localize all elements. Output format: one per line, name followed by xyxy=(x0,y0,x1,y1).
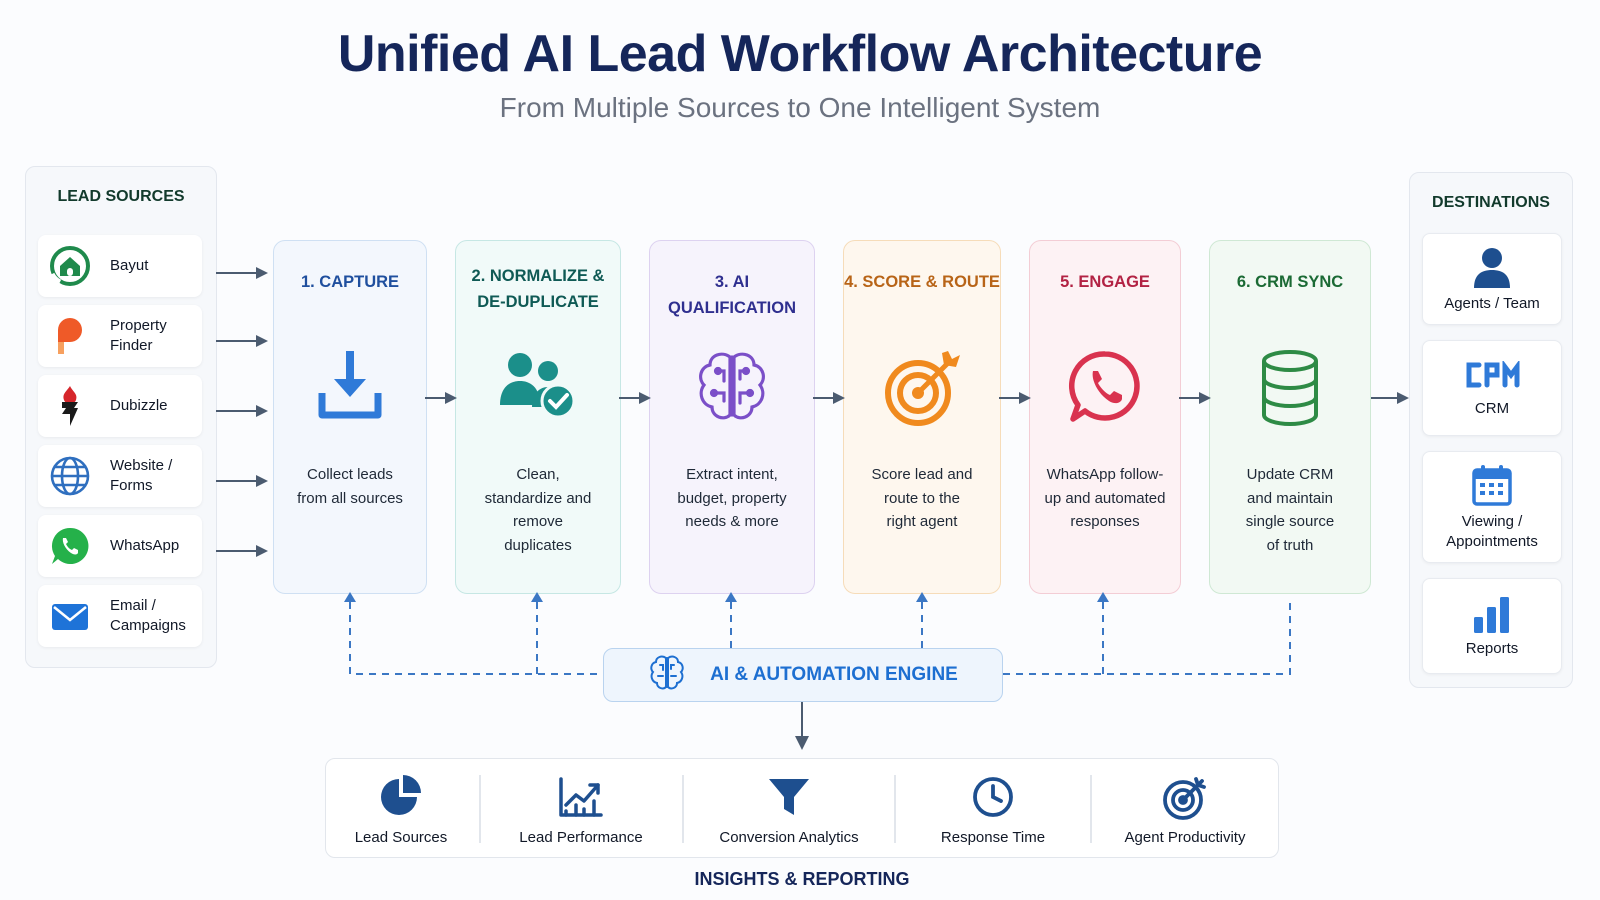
source-label: Email / Campaigns xyxy=(110,597,186,634)
stage-score-route[interactable]: 4. SCORE & ROUTE Score lead and route to… xyxy=(843,240,1001,594)
globe-icon xyxy=(48,454,92,498)
destination-label: Viewing / Appointments xyxy=(1446,513,1538,550)
calendar-icon xyxy=(1423,464,1561,506)
clock-icon xyxy=(896,775,1090,821)
source-whatsapp[interactable]: WhatsApp xyxy=(38,515,202,577)
page-title: Unified AI Lead Workflow Architecture xyxy=(337,25,1263,83)
insight-label: Response Time xyxy=(940,829,1046,846)
stage-description: Collect leads from all sources xyxy=(297,466,403,507)
insights-panel: Lead Sources Lead Performance Conversion… xyxy=(325,758,1279,858)
engine-label: AI & AUTOMATION ENGINE xyxy=(710,664,958,685)
divider xyxy=(894,775,896,843)
arrow-icon xyxy=(619,392,651,404)
insight-agent-productivity[interactable]: Agent Productivity xyxy=(1092,759,1278,859)
funnel-icon xyxy=(684,775,894,821)
destination-label: Agents / Team xyxy=(1444,295,1540,312)
destination-label: Reports xyxy=(1465,640,1519,657)
source-website-forms[interactable]: Website / Forms xyxy=(38,445,202,507)
stage-title: 2. NORMALIZE & DE-DUPLICATE xyxy=(471,267,605,311)
stage-description: Clean, standardize and remove duplicates xyxy=(484,466,592,554)
source-bayut[interactable]: Bayut xyxy=(38,235,202,297)
arrow-icon xyxy=(1179,392,1211,404)
arrow-icon xyxy=(216,475,268,487)
insight-label: Agent Productivity xyxy=(1124,829,1246,846)
bar-chart-icon xyxy=(1423,595,1561,633)
download-icon xyxy=(274,349,426,421)
divider xyxy=(1090,775,1092,843)
lead-sources-heading: LEAD SOURCES xyxy=(57,188,185,205)
home-circle-icon xyxy=(48,244,92,288)
source-label: Property Finder xyxy=(110,317,167,354)
trend-chart-icon xyxy=(481,775,681,821)
envelope-icon xyxy=(48,594,92,638)
arrow-icon xyxy=(1371,392,1409,404)
dubizzle-logo-icon xyxy=(48,384,92,428)
stage-description: WhatsApp follow-up and automated respons… xyxy=(1044,466,1166,530)
arrow-icon xyxy=(216,545,268,557)
destination-viewing[interactable]: Viewing / Appointments xyxy=(1422,451,1562,563)
stage-crm-sync[interactable]: 6. CRM SYNC Update CRM and maintain sing… xyxy=(1209,240,1371,594)
stage-title: 5. ENGAGE xyxy=(1060,273,1150,291)
divider xyxy=(682,775,684,843)
insight-label: Lead Performance xyxy=(519,829,643,846)
destination-crm[interactable]: CRM xyxy=(1422,340,1562,436)
pie-chart-icon xyxy=(326,775,476,821)
whatsapp-chat-icon xyxy=(1030,349,1180,425)
property-finder-logo-icon xyxy=(48,314,92,358)
arrow-icon xyxy=(425,392,457,404)
stage-normalize[interactable]: 2. NORMALIZE & DE-DUPLICATE Clean, stand… xyxy=(455,240,621,594)
insight-label: Conversion Analytics xyxy=(719,829,859,846)
stage-title: 6. CRM SYNC xyxy=(1236,273,1344,291)
destination-agents-team[interactable]: Agents / Team xyxy=(1422,233,1562,325)
stage-ai-qualification[interactable]: 3. AI QUALIFICATION Extract intent, budg… xyxy=(649,240,815,594)
insight-lead-performance[interactable]: Lead Performance xyxy=(481,759,681,859)
database-icon xyxy=(1210,349,1370,427)
insights-heading: INSIGHTS & REPORTING xyxy=(694,869,910,889)
destination-reports[interactable]: Reports xyxy=(1422,578,1562,674)
target-icon xyxy=(1092,775,1278,821)
page-subtitle: From Multiple Sources to One Intelligent… xyxy=(499,92,1101,123)
insight-label: Lead Sources xyxy=(354,829,448,846)
stage-engage[interactable]: 5. ENGAGE WhatsApp follow-up and automat… xyxy=(1029,240,1181,594)
stage-title: 4. SCORE & ROUTE xyxy=(844,273,1000,291)
arrow-icon xyxy=(813,392,845,404)
stage-description: Update CRM and maintain single source of… xyxy=(1245,466,1335,554)
insight-lead-sources[interactable]: Lead Sources xyxy=(326,759,476,859)
target-arrow-icon xyxy=(844,349,1000,429)
stage-description: Extract intent, budget, property needs &… xyxy=(677,466,787,530)
source-label: Website / Forms xyxy=(110,457,173,494)
source-label: WhatsApp xyxy=(110,537,180,554)
brain-circuit-icon xyxy=(650,349,814,425)
whatsapp-icon xyxy=(48,524,92,568)
arrow-icon xyxy=(216,405,268,417)
stage-title: 3. AI QUALIFICATION xyxy=(667,273,796,317)
insight-response-time[interactable]: Response Time xyxy=(896,759,1090,859)
arrow-icon xyxy=(216,267,268,279)
users-check-icon xyxy=(456,349,620,421)
engine-feedback-lines xyxy=(344,592,1291,675)
source-label: Dubizzle xyxy=(110,397,168,414)
stage-capture[interactable]: 1. CAPTURE Collect leads from all source… xyxy=(273,240,427,594)
stage-description: Score lead and route to the right agent xyxy=(871,466,973,530)
arrow-icon xyxy=(216,335,268,347)
source-label: Bayut xyxy=(110,257,149,274)
source-email-campaigns[interactable]: Email / Campaigns xyxy=(38,585,202,647)
brain-circuit-icon xyxy=(648,654,686,697)
destinations-panel: DESTINATIONS Agents / Team CRM xyxy=(1409,172,1573,688)
person-icon xyxy=(1423,246,1561,288)
destinations-heading: DESTINATIONS xyxy=(1432,194,1550,211)
source-dubizzle[interactable]: Dubizzle xyxy=(38,375,202,437)
divider xyxy=(479,775,481,843)
insight-conversion-analytics[interactable]: Conversion Analytics xyxy=(684,759,894,859)
source-property-finder[interactable]: Property Finder xyxy=(38,305,202,367)
arrow-icon xyxy=(795,702,809,750)
destination-label: CRM xyxy=(1474,400,1510,417)
ai-automation-engine[interactable]: AI & AUTOMATION ENGINE xyxy=(603,648,1003,702)
crm-icon xyxy=(1423,361,1561,391)
lead-sources-panel: LEAD SOURCES Bayut Property Finder xyxy=(25,166,217,668)
stage-title: 1. CAPTURE xyxy=(300,273,400,291)
arrow-icon xyxy=(999,392,1031,404)
